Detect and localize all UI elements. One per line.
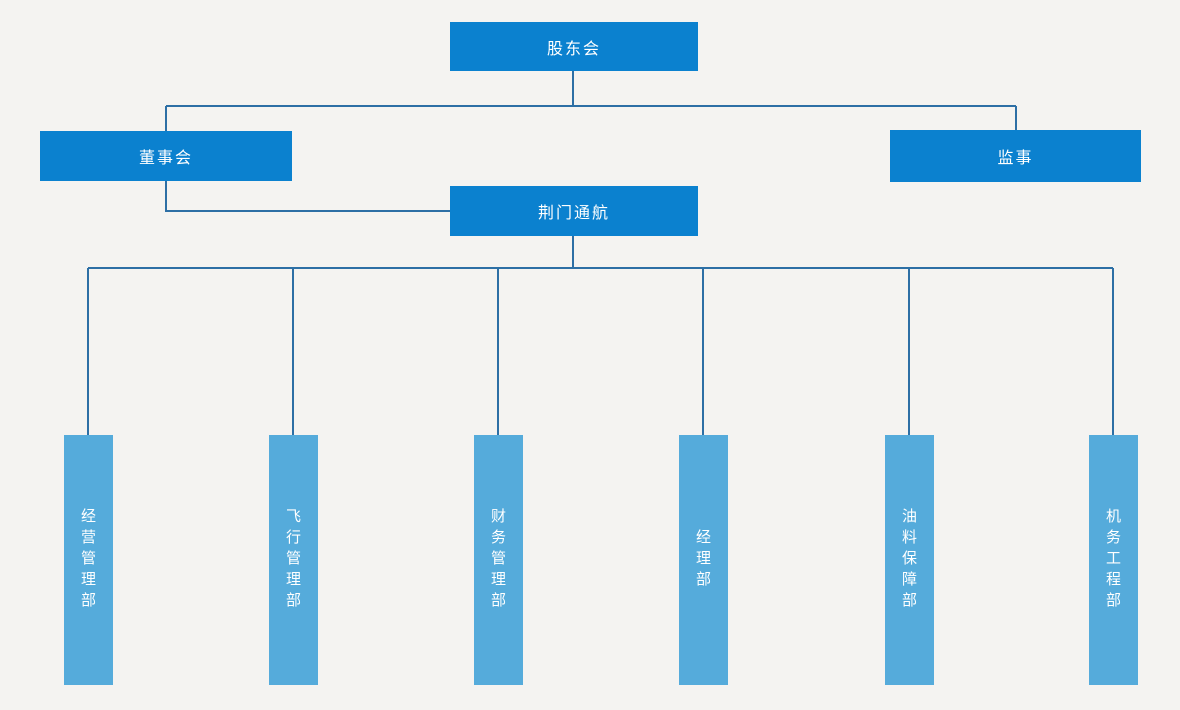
node-company-label: 荆门通航	[537, 203, 610, 222]
node-department-label: 经理部	[694, 528, 712, 592]
node-board-of-directors-label: 董事会	[138, 148, 193, 167]
node-supervisor: 监事	[890, 130, 1141, 182]
edge-board-to-company	[165, 181, 450, 212]
node-department-aircraft-maintenance-engineering: 机务工程部	[1089, 435, 1138, 685]
node-department-flight-management: 飞行管理部	[269, 435, 318, 685]
node-company: 荆门通航	[450, 186, 698, 236]
node-shareholders-meeting: 股东会	[450, 22, 698, 71]
node-department-finance-management: 财务管理部	[474, 435, 523, 685]
node-department-label: 财务管理部	[489, 507, 507, 613]
node-shareholders-meeting-label: 股东会	[546, 38, 601, 58]
node-department-operations-management: 经营管理部	[64, 435, 113, 685]
node-department-label: 飞行管理部	[284, 507, 302, 613]
node-department-fuel-support: 油料保障部	[885, 435, 934, 685]
node-department-label: 机务工程部	[1104, 507, 1122, 613]
node-department-label: 经营管理部	[79, 507, 97, 613]
node-department-label: 油料保障部	[900, 507, 918, 613]
node-board-of-directors: 董事会	[40, 131, 292, 181]
node-supervisor-label: 监事	[997, 148, 1034, 167]
node-department-manager: 经理部	[679, 435, 728, 685]
